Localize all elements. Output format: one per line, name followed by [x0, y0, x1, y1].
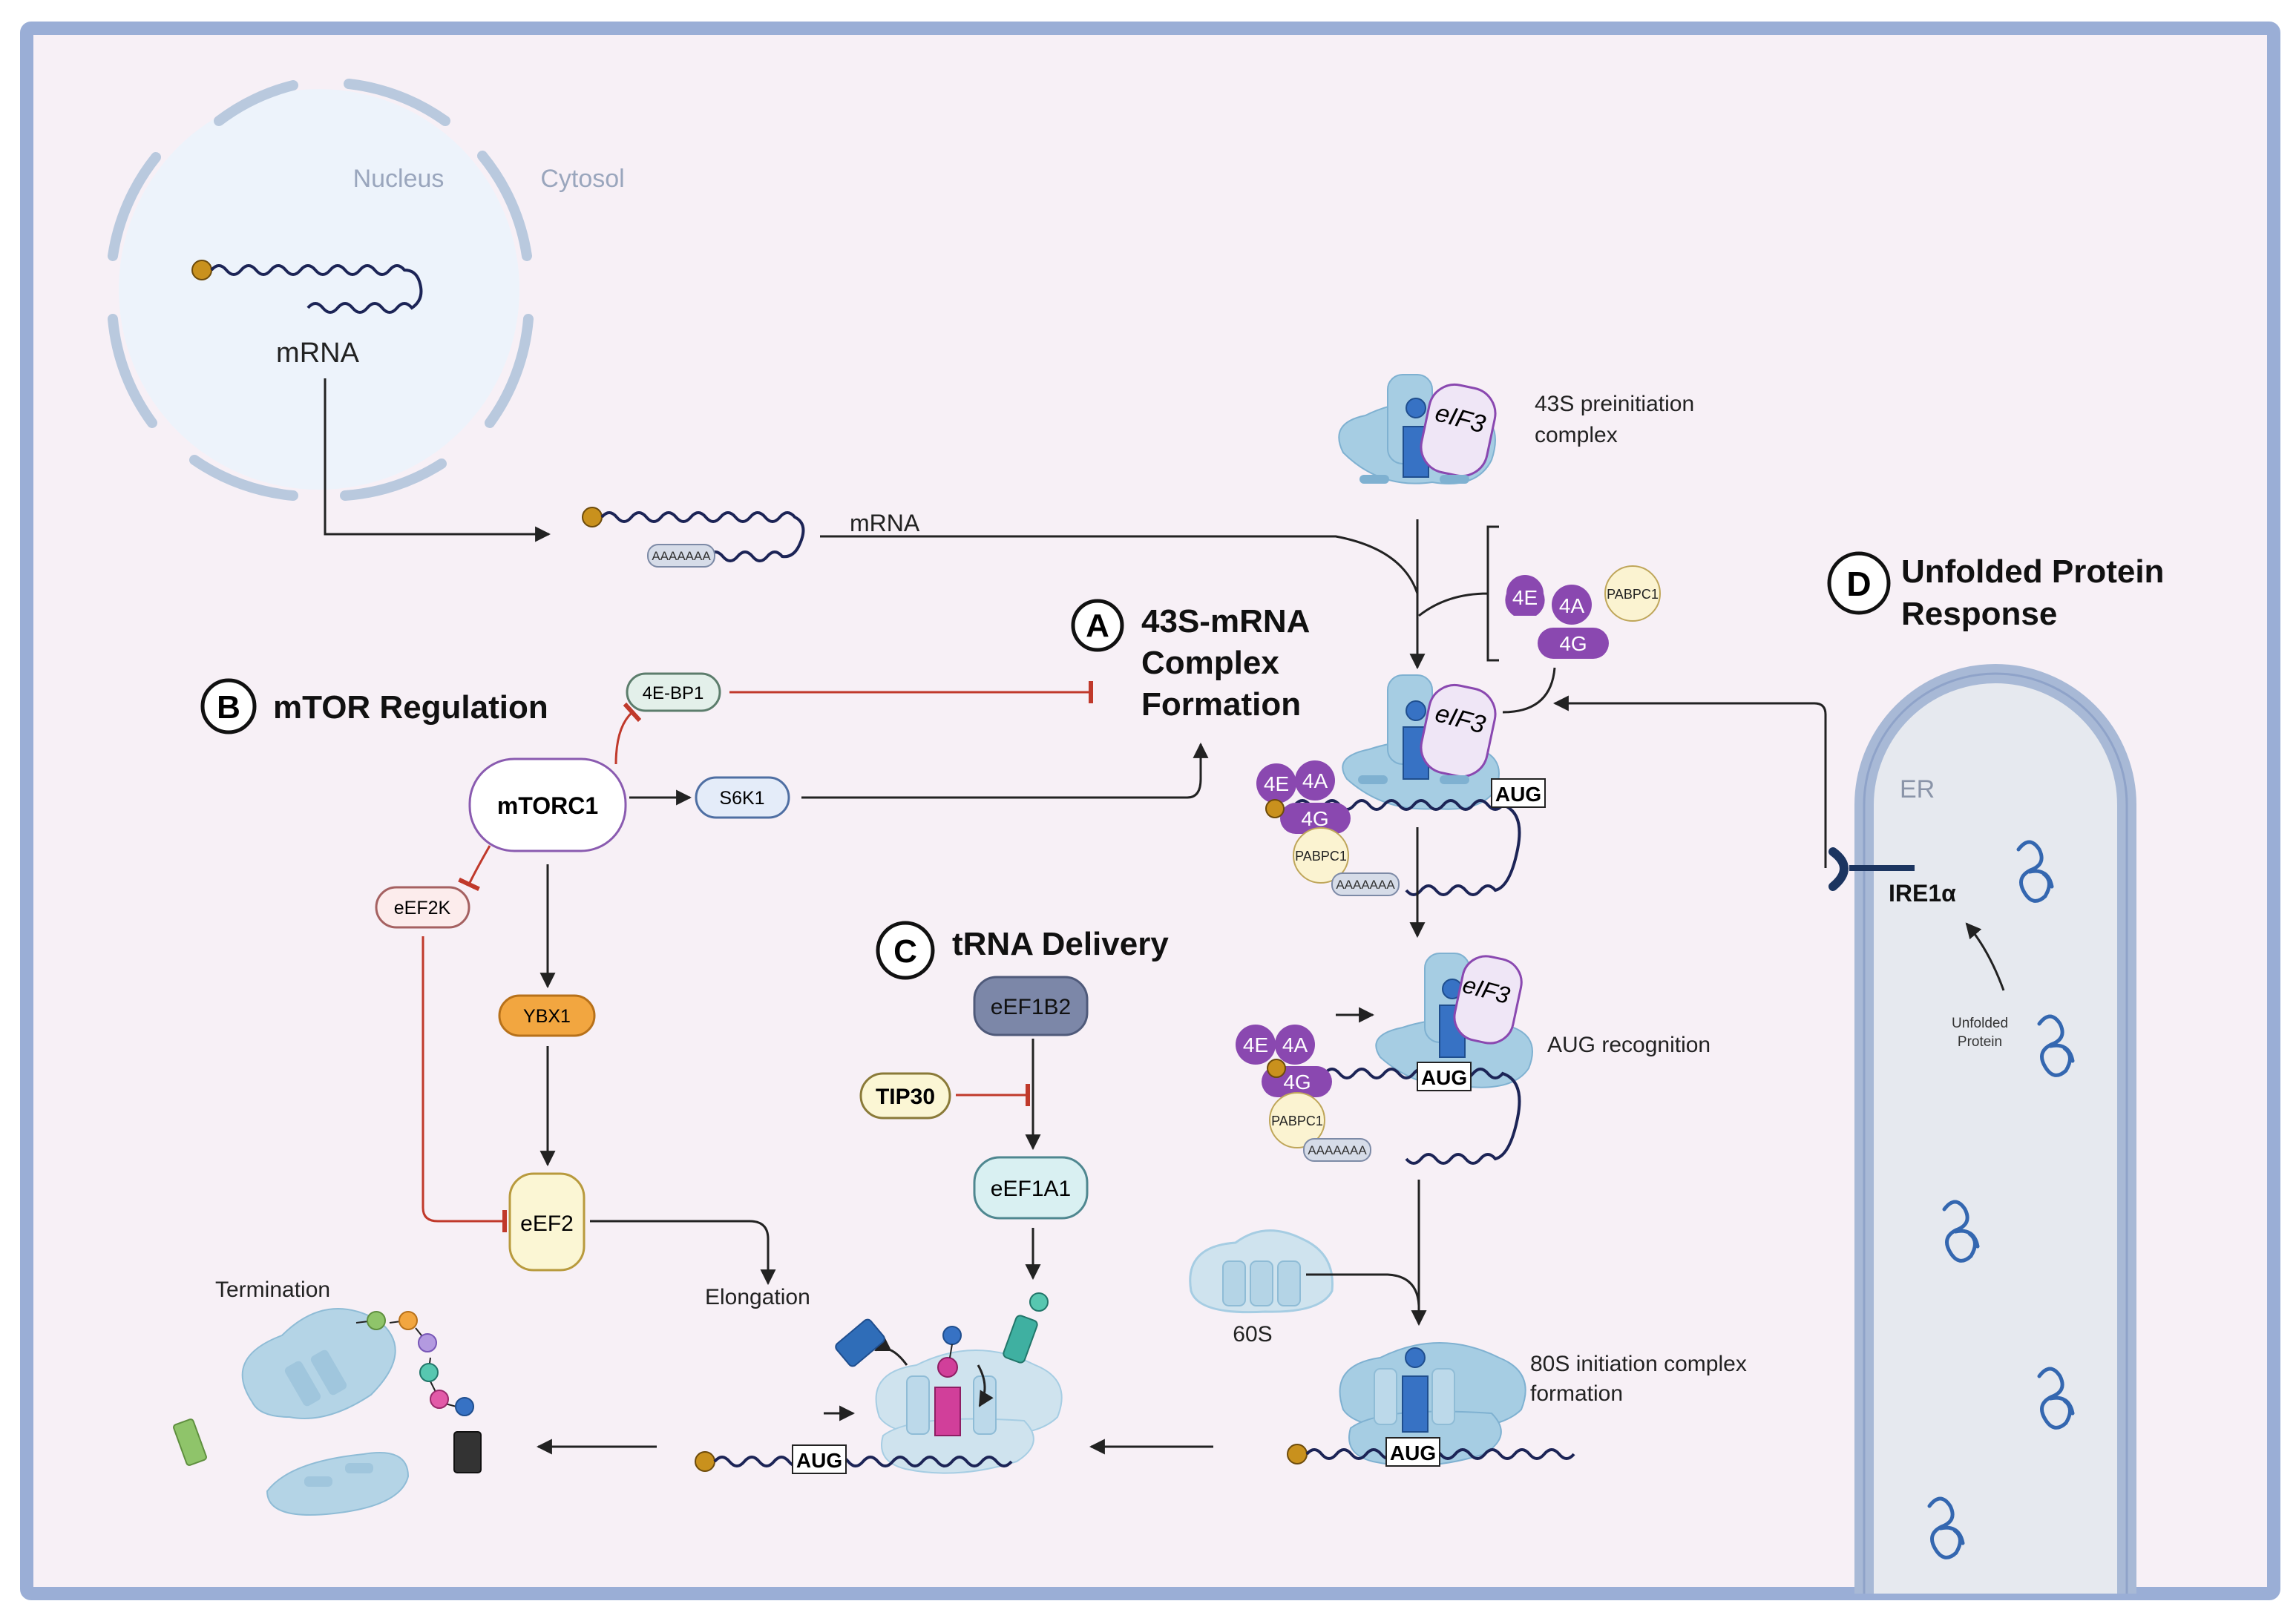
s6k1-activates-43s: [801, 742, 1209, 799]
svg-text:43S-mRNA: 43S-mRNA: [1141, 603, 1310, 640]
svg-text:AAAAAAA: AAAAAAA: [1336, 878, 1395, 892]
ire1a-receptor: [1828, 847, 1915, 891]
svg-text:AUG: AUG: [796, 1449, 842, 1472]
svg-text:mTORC1: mTORC1: [497, 792, 598, 819]
unfolded-proteins: [1927, 840, 2075, 1559]
unfolded-protein-label-1: Unfolded: [1952, 1016, 2008, 1031]
termination-products: [173, 1308, 482, 1516]
section-c-title: C tRNA Delivery: [876, 921, 1169, 980]
mrna-to-complex-line: [820, 535, 1419, 594]
section-a-title: A 43S-mRNA Complex Formation: [1071, 599, 1310, 723]
svg-text:Unfolded Protein: Unfolded Protein: [1901, 553, 2164, 590]
complex-80s-label-2: formation: [1530, 1381, 1623, 1406]
node-tip30: TIP30: [859, 1072, 951, 1120]
complex-43s: eIF3: [1338, 374, 1497, 484]
mrna-cytosol-label: mRNA: [850, 510, 920, 536]
nuclear-mrna: [210, 264, 423, 314]
node-eef1a1: eEF1A1: [973, 1156, 1089, 1220]
node-mtorc1: mTORC1: [468, 757, 627, 852]
complex-80s: AUG: [1287, 1342, 1575, 1467]
complex-80s-label-1: 80S initiation complex: [1530, 1352, 1747, 1376]
endoplasmic-reticulum: ER: [1854, 664, 2136, 1594]
node-ybx1: YBX1: [498, 994, 596, 1037]
svg-text:4E: 4E: [1243, 1033, 1268, 1056]
svg-text:4A: 4A: [1282, 1033, 1308, 1056]
60s-join-line: [1306, 1273, 1420, 1306]
svg-text:eEF1B2: eEF1B2: [991, 995, 1071, 1019]
diagram-frame: [20, 22, 2280, 1600]
svg-text:Complex: Complex: [1141, 645, 1279, 681]
svg-text:S6K1: S6K1: [719, 788, 764, 809]
eif4f-factors: 4E 4A 4G PABPC1: [1505, 565, 1661, 659]
mrna-nucleus-label: mRNA: [276, 338, 360, 369]
polya-tail: AAAAAAA: [652, 549, 711, 563]
svg-text:tRNA Delivery: tRNA Delivery: [952, 926, 1169, 962]
unfolded-protein-to-ire1a: [1965, 922, 2005, 991]
section-b-title: B mTOR Regulation: [200, 678, 548, 734]
svg-text:PABPC1: PABPC1: [1607, 587, 1659, 602]
export-arrow: [324, 378, 551, 542]
node-eef2: eEF2: [508, 1172, 586, 1272]
svg-text:eEF2K: eEF2K: [394, 898, 451, 918]
nucleus: Nucleus Cytosol mRNA: [108, 79, 625, 501]
aug-recognition-label: AUG recognition: [1547, 1033, 1710, 1057]
svg-text:4G: 4G: [1283, 1071, 1311, 1094]
svg-text:4A: 4A: [1302, 769, 1328, 792]
complex-aug-recognition: eIF3 AUG 4E 4A 4G PABPC1 AAAAAAA: [1236, 953, 1533, 1165]
node-eef2k: eEF2K: [375, 886, 470, 929]
svg-text:C: C: [893, 933, 917, 970]
svg-text:eEF1A1: eEF1A1: [991, 1177, 1071, 1201]
subunit-60s: [1189, 1229, 1334, 1314]
svg-text:YBX1: YBX1: [523, 1006, 571, 1027]
node-s6k1: S6K1: [695, 776, 790, 819]
svg-text:AUG: AUG: [1495, 783, 1541, 806]
svg-text:PABPC1: PABPC1: [1271, 1114, 1323, 1128]
node-4e-bp1: 4E-BP1: [626, 672, 721, 712]
section-d-title: D Unfolded Protein Response: [1827, 551, 2164, 632]
factors-join-curve: [1502, 667, 1556, 714]
svg-text:D: D: [1846, 565, 1871, 603]
elongation-label: Elongation: [705, 1285, 810, 1309]
nucleus-label: Nucleus: [353, 165, 445, 193]
termination-label: Termination: [215, 1278, 330, 1302]
mtorc1-inhibits-4ebp1: [614, 702, 642, 765]
unfolded-protein-label-2: Protein: [1958, 1034, 2002, 1050]
svg-text:A: A: [1086, 608, 1109, 644]
subunit-60s-label: 60S: [1233, 1322, 1272, 1347]
er-label: ER: [1900, 775, 1935, 803]
svg-text:eEF2: eEF2: [520, 1212, 574, 1236]
eef2-to-elongation: [590, 1220, 776, 1286]
mrna-cap: [191, 260, 212, 280]
cytosolic-mrna: AAAAAAA: [582, 507, 805, 568]
svg-text:Response: Response: [1901, 596, 2057, 632]
complex-43s-label-1: 43S preinitiation: [1535, 392, 1694, 416]
elongation-ribosome: AUG: [695, 1292, 1063, 1474]
svg-text:PABPC1: PABPC1: [1295, 849, 1347, 864]
node-eef1b2: eEF1B2: [973, 976, 1089, 1036]
ire1a-to-translation: [1552, 695, 1827, 868]
svg-text:B: B: [217, 689, 240, 726]
svg-text:AUG: AUG: [1421, 1066, 1467, 1089]
svg-text:TIP30: TIP30: [876, 1085, 935, 1109]
ire1a-label: IRE1α: [1889, 880, 1956, 907]
svg-text:AAAAAAA: AAAAAAA: [1308, 1143, 1367, 1157]
factors-bracket: [1418, 525, 1499, 662]
svg-text:4G: 4G: [1301, 807, 1328, 830]
svg-text:Formation: Formation: [1141, 686, 1301, 723]
complex-48s: eIF3 AUG 4E 4A 4G PABPC1 AAAAAAA: [1256, 674, 1546, 896]
svg-text:mTOR Regulation: mTOR Regulation: [273, 689, 548, 726]
svg-text:4E-BP1: 4E-BP1: [643, 683, 704, 703]
svg-text:4A: 4A: [1559, 594, 1585, 617]
mtorc1-inhibits-eef2k: [458, 845, 491, 892]
cytosol-label: Cytosol: [540, 165, 624, 193]
complex-43s-label-2: complex: [1535, 423, 1618, 447]
svg-text:AUG: AUG: [1390, 1441, 1436, 1464]
svg-text:4G: 4G: [1559, 632, 1587, 655]
eef2k-inhibits-eef2: [422, 936, 507, 1232]
svg-text:4E: 4E: [1264, 772, 1289, 795]
svg-text:4E: 4E: [1512, 586, 1538, 609]
